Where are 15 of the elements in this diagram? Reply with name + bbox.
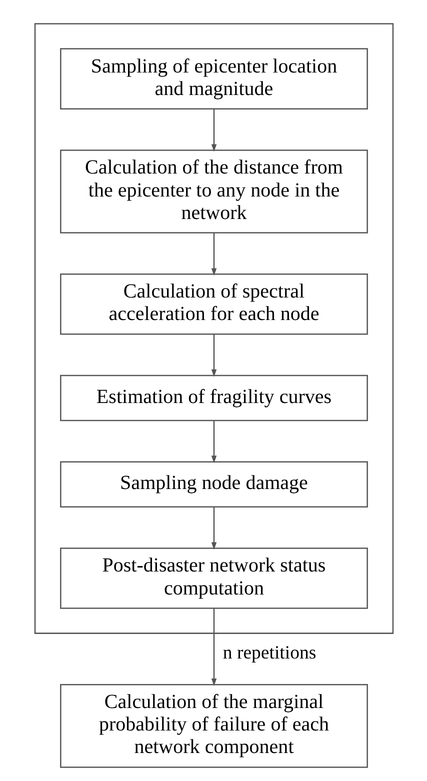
arrow <box>210 109 216 152</box>
arrow <box>210 420 216 464</box>
arrow <box>210 233 216 276</box>
cluster <box>34 23 394 634</box>
node-box: Calculation of the marginal probability of failure of each network component <box>60 684 368 768</box>
node-box: Estimation of fragility curves <box>60 374 368 422</box>
node-box: Sampling of epicenter location and magnitude <box>60 48 368 110</box>
node-box: Post-disaster network status computation <box>60 548 368 609</box>
node-box: Calculation of the distance from the epicenter to any node in the network <box>60 150 368 234</box>
edge-label: n repetitions <box>222 642 316 664</box>
node-box: Sampling node damage <box>60 461 368 508</box>
arrow <box>210 507 216 550</box>
arrow <box>210 334 216 377</box>
arrow <box>210 608 216 686</box>
node-box: Calculation of spectral acceleration for each node <box>60 273 368 335</box>
